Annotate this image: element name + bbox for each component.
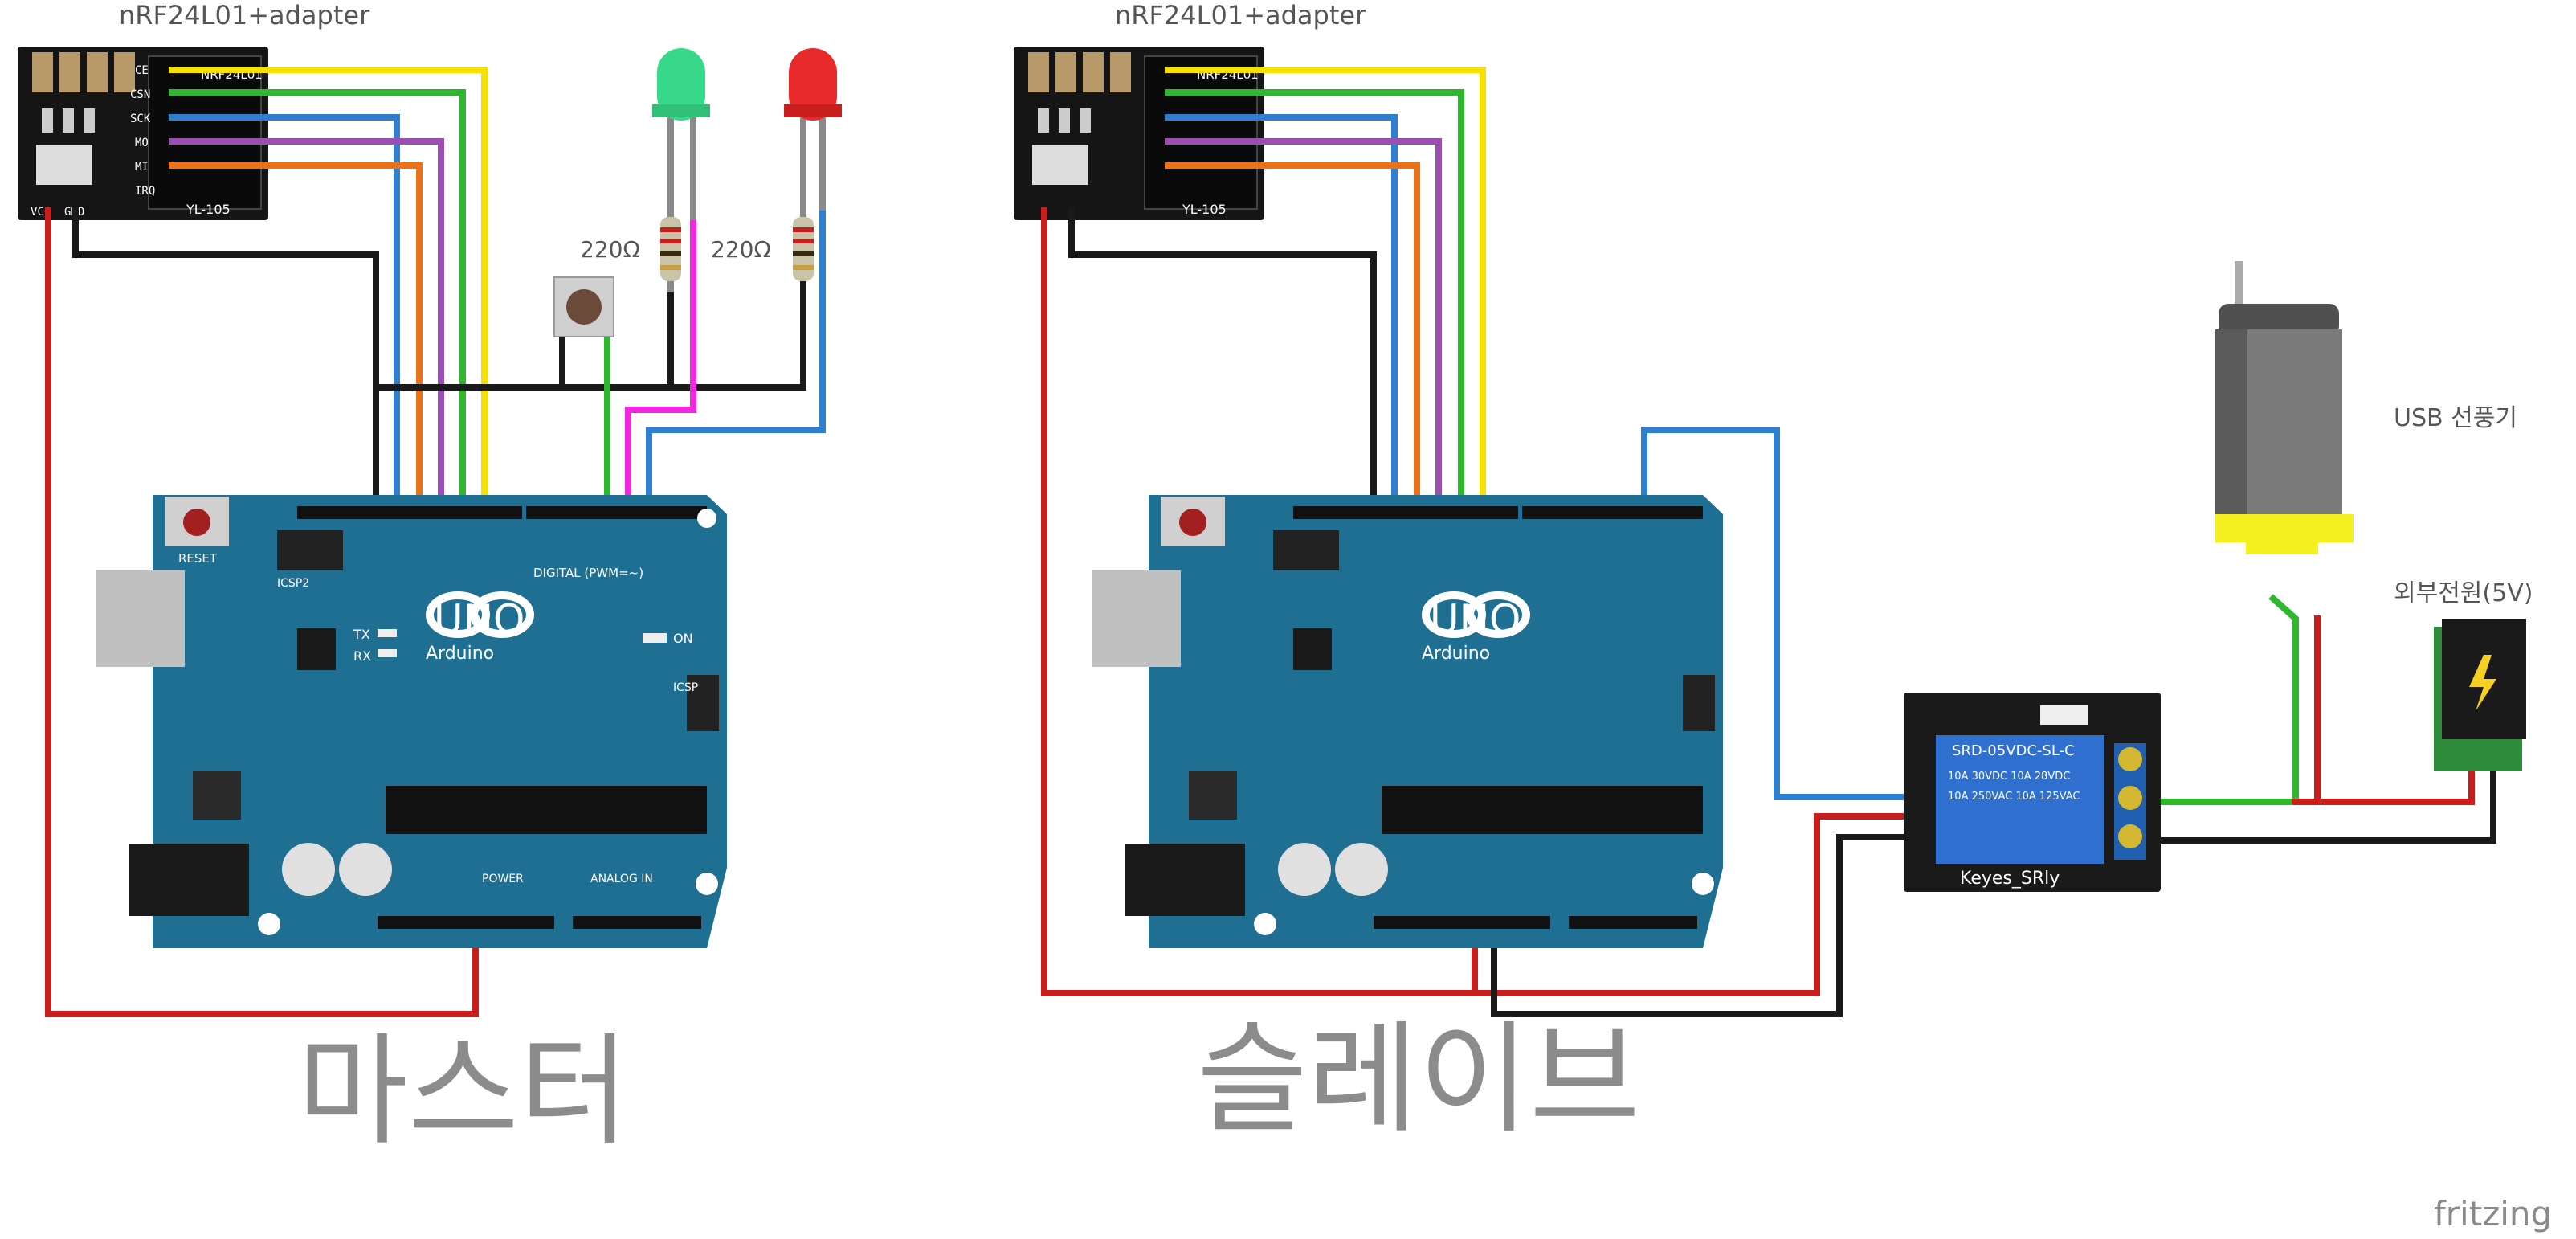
relay-vcc-wire	[1472, 813, 1907, 996]
wire-sck	[169, 114, 400, 517]
slave-wire-gnd	[1068, 207, 1377, 517]
relay-name: Keyes_SRly	[1960, 869, 2060, 889]
slave-circuit: nRF24L01+adapter NRF24L01 YL-105	[1014, 0, 2533, 1150]
slave-wire-sck	[1165, 114, 1398, 517]
svg-text:ANALOG IN: ANALOG IN	[590, 873, 653, 885]
svg-text:MI: MI	[135, 161, 149, 174]
svg-text:Arduino: Arduino	[1422, 644, 1490, 664]
master-resistor-2-label: 220Ω	[711, 236, 771, 263]
power-red-wire	[2314, 768, 2475, 805]
power-label: 외부전원(5V)	[2394, 579, 2533, 607]
relay-module: SRD-05VDC-SL-C 10A 30VDC 10A 28VDC 10A 2…	[1904, 693, 2161, 892]
svg-text:MO: MO	[135, 137, 149, 149]
svg-text:RX: RX	[353, 648, 371, 664]
svg-text:RESET: RESET	[178, 551, 218, 566]
wire-csn	[169, 89, 466, 517]
svg-text:TX: TX	[353, 627, 370, 642]
slave-nrf-module: NRF24L01 YL-105	[1014, 47, 1264, 220]
slave-wire-csn	[1165, 89, 1464, 517]
usb-fan	[2215, 261, 2354, 554]
slave-module-label: nRF24L01+adapter	[1115, 0, 1366, 31]
svg-text:10A 30VDC 10A 28VDC: 10A 30VDC 10A 28VDC	[1948, 771, 2070, 783]
svg-text:ICSP2: ICSP2	[277, 577, 309, 590]
power-black-wire	[2158, 768, 2496, 844]
fan-label: USB 선풍기	[2394, 404, 2517, 432]
svg-text:IRQ: IRQ	[135, 185, 155, 198]
slave-wire-miso	[1165, 162, 1420, 517]
wire-led2-pin2	[646, 204, 826, 517]
master-resistor-2	[793, 157, 814, 281]
wire-led1-pin3	[625, 214, 696, 517]
master-resistor-1	[660, 178, 681, 292]
master-module-model: YL-105	[186, 202, 231, 217]
slave-wire-signal	[1641, 427, 1907, 800]
svg-text:ICSP: ICSP	[673, 681, 698, 694]
wire-miso	[169, 162, 423, 517]
svg-text:SCK: SCK	[130, 112, 151, 125]
slave-arduino-board: UNO Arduino	[1092, 495, 1723, 948]
wire-ce	[169, 67, 488, 517]
svg-text:ON: ON	[673, 631, 693, 646]
wire-gnd-module	[72, 207, 379, 517]
relay-gnd-wire	[1491, 834, 1907, 1017]
svg-text:DIGITAL (PWM=~): DIGITAL (PWM=~)	[533, 566, 643, 580]
push-button	[553, 276, 614, 337]
master-resistor-1-label: 220Ω	[580, 236, 640, 263]
power-jack	[2434, 619, 2526, 771]
svg-text:10A 250VAC 10A 125VAC: 10A 250VAC 10A 125VAC	[1948, 791, 2080, 803]
master-arduino-board: RESET ICSP2 DIGITAL (PWM=~) UNO Arduino …	[96, 495, 727, 948]
slave-wire-mosi	[1165, 138, 1442, 517]
master-title: 마스터	[297, 1022, 630, 1162]
red-led	[784, 48, 842, 211]
svg-text:CSN: CSN	[130, 88, 150, 101]
green-led	[652, 48, 710, 220]
master-module-label: nRF24L01+adapter	[119, 0, 370, 31]
fritzing-watermark: fritzing	[2434, 1194, 2552, 1233]
svg-text:Arduino: Arduino	[426, 644, 494, 664]
svg-text:SRD-05VDC-SL-C: SRD-05VDC-SL-C	[1952, 742, 2075, 759]
fan-wire-1	[2158, 594, 2299, 805]
slave-title: 슬레이브	[1197, 1010, 1640, 1150]
slave-wire-ce	[1165, 67, 1486, 517]
fan-wire-2	[2292, 615, 2321, 805]
wire-vcc-5v	[45, 207, 479, 1017]
svg-text:POWER: POWER	[482, 873, 524, 885]
slave-wire-vcc	[1041, 207, 1478, 996]
slave-module-model: YL-105	[1182, 202, 1227, 217]
svg-text:CE: CE	[135, 64, 149, 77]
